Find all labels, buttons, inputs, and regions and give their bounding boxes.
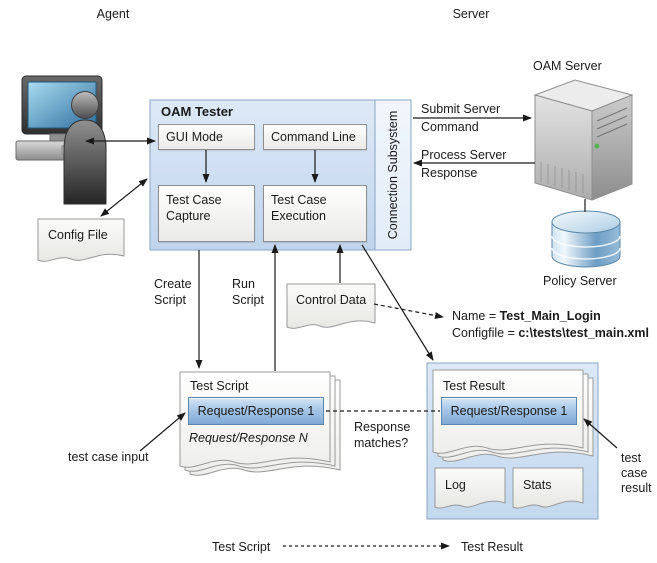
annotation-name-line: Name = Test_Main_Login [452, 309, 601, 323]
arrow-tester-config-file [100, 178, 148, 217]
annotation-configfile-line: Configfile = c:\tests\test_main.xml [452, 326, 649, 340]
test-case-execution-box: Test Case Execution [263, 185, 367, 242]
control-data-label: Control Data [296, 293, 367, 307]
user-workstation-icon [15, 75, 107, 205]
test-case-result-label: test case result [621, 451, 652, 495]
connection-subsystem-label: Connection Subsystem [386, 110, 400, 240]
oam-server-icon [533, 79, 634, 201]
stats-document [512, 467, 584, 509]
oam-server-label: OAM Server [533, 59, 602, 73]
test-case-execution-label: Test Case Execution [271, 193, 327, 223]
legend-test-script: Test Script [212, 540, 271, 554]
server-section-label: Server [452, 7, 490, 21]
test-result-title: Test Result [443, 379, 505, 393]
test-case-capture-box: Test Case Capture [158, 185, 255, 242]
control-data-document [286, 283, 376, 329]
arrow-control-data-annotation [373, 303, 444, 319]
arrow-test-case-result [583, 418, 618, 449]
gui-mode-box: GUI Mode [158, 124, 255, 150]
process-server-response-label: Process Server Response [421, 148, 507, 180]
config-file-document [37, 218, 125, 262]
config-file-label: Config File [48, 228, 108, 242]
connection-subsystem-bar [374, 99, 412, 251]
arrow-test-case-input [139, 412, 186, 452]
log-document [434, 467, 506, 509]
test-case-input-label: test case input [68, 450, 149, 464]
run-script-label: Run Script [232, 277, 264, 307]
test-script-title: Test Script [190, 379, 249, 393]
create-script-label: Create Script [154, 277, 192, 307]
test-script-request-response-n: Request/Response N [189, 431, 308, 445]
stats-label: Stats [523, 478, 552, 492]
log-label: Log [445, 478, 466, 492]
test-result-request-response-1: Request/Response 1 [441, 397, 577, 425]
oam-tester-title: OAM Tester [161, 104, 233, 119]
agent-section-label: Agent [96, 7, 130, 21]
legend-test-result: Test Result [461, 540, 523, 554]
test-case-capture-label: Test Case Capture [166, 193, 222, 223]
command-line-label: Command Line [271, 130, 356, 144]
gui-mode-label: GUI Mode [166, 130, 223, 144]
policy-server-database-icon [551, 210, 621, 268]
arrow-tester-to-test-result [361, 244, 434, 361]
command-line-box: Command Line [263, 124, 367, 150]
test-script-request-response-1: Request/Response 1 [188, 397, 324, 425]
response-matches-label: Response matches? [354, 420, 411, 450]
submit-server-command-label: Submit Server Command [421, 102, 501, 134]
annotation-text: Name = Test_Main_Login Configfile = c:\t… [452, 308, 649, 342]
policy-server-label: Policy Server [543, 274, 617, 288]
